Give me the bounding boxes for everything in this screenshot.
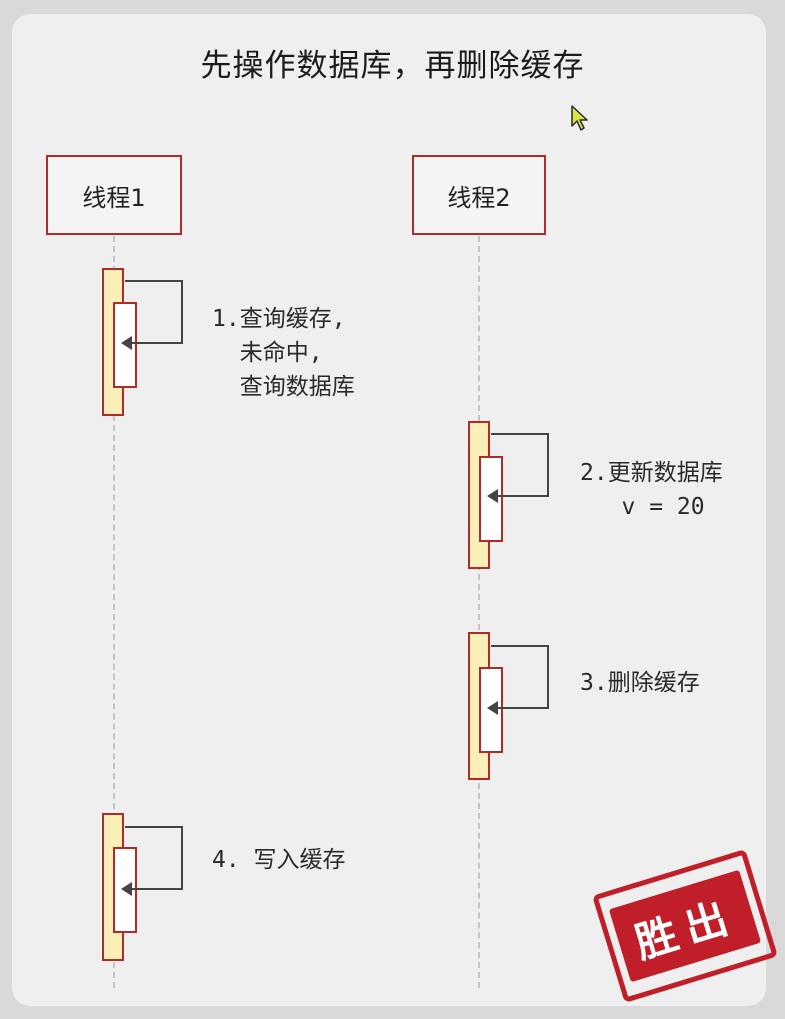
thread-1-label: 线程1 xyxy=(82,183,146,212)
thread-2-box: 线程2 xyxy=(412,155,546,235)
step-1-self-call-arrow xyxy=(121,280,183,350)
step-2-arrowhead-icon xyxy=(487,489,498,503)
step-4-arrowhead-icon xyxy=(121,882,132,896)
thread-1-lifeline xyxy=(113,236,115,988)
step-3-label: 3.删除缓存 xyxy=(580,670,700,696)
step-2-label: 2.更新数据库 v = 20 xyxy=(580,460,723,520)
thread-1-box: 线程1 xyxy=(46,155,182,235)
step-4-inner-activation xyxy=(113,847,137,933)
step-1-arrowhead-icon xyxy=(121,336,132,350)
step-3-self-call-arrow xyxy=(487,645,549,715)
step-4-self-call-arrow xyxy=(121,826,183,896)
step-3-arrowhead-icon xyxy=(487,701,498,715)
thread-2-label: 线程2 xyxy=(447,183,511,212)
diagram-title: 先操作数据库，再删除缓存 xyxy=(200,48,585,84)
step-1-label: 1.查询缓存, 未命中, 查询数据库 xyxy=(212,306,355,400)
cursor-arrow-icon xyxy=(571,105,588,131)
step-3-inner-activation xyxy=(479,667,503,753)
thread-2-lifeline xyxy=(478,236,480,988)
step-4-label: 4. 写入缓存 xyxy=(212,847,346,873)
step-2-self-call-arrow xyxy=(487,433,549,503)
